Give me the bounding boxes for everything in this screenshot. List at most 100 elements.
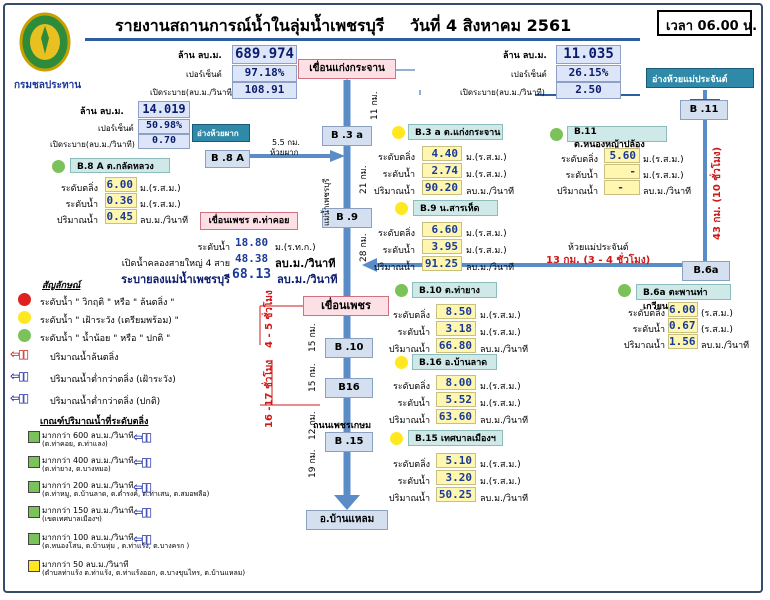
b15-bank-unit: ม.(ร.ส.ม.) [480,460,521,470]
node-b6a: B.6a [682,261,730,281]
b11-flow-label: ปริมาณน้ำ [556,187,598,197]
criteria-3-arrow-icon: ⇦▯▯ [133,505,152,519]
node-ban-laem: อ.บ้านแหลม [306,510,388,530]
dist-12: 12 กม. [308,411,318,440]
b10-level-unit: ม.(ร.ส.ม.) [480,328,521,338]
phet-dam-header: เขื่อนเพชร ต.ท่าคอย [200,212,298,230]
b16-bank-label: ระดับตลิ่ง [393,382,430,392]
hp-percent-label: เปอร์เซ็นต์ [98,124,134,133]
criteria-3-line2: (เขตเทศบาลเมืองฯ) [42,515,102,523]
b3a-header: B.3 a ต.แก่งกระจาน [408,124,503,140]
mae-phet-river-label: แม่น้ำเพชรบุรี [322,178,331,227]
b8a-header: B.8 A ต.กลัดหลวง [70,158,170,173]
b3a-level-unit: ม.(ร.ส.ม.) [466,170,507,180]
b11-bank-label: ระดับตลิ่ง [561,155,598,165]
b3a-bank-unit: ม.(ร.ส.ม.) [466,153,507,163]
header-underline [85,38,640,41]
criteria-0-arrow-icon: ⇦▯▯ [133,430,152,444]
criteria-3-swatch [28,506,40,518]
b6a-flow: 1.56 [668,334,698,349]
b10-level-label: ระดับน้ำ [397,328,430,338]
dist-15a: 15 กม. [308,323,318,352]
dist-43: 43 กม. (10 ชั่วโมง) [712,146,723,240]
b10-level: 3.18 [436,321,476,336]
hp-release-label: เปิดระบาย(ลบ.ม./วินาที) [50,140,135,149]
node-b9: B .9 [322,208,372,228]
criteria-5-line2: (ตำบลท่าแร้ง ต.ท่าแร้ง, ต.ท่าแร้งออก, ต.… [42,569,246,577]
phet-river-label: ระบายลงแม่น้ำเพชรบุรี [121,273,230,286]
b16-flow: 63.60 [436,409,476,424]
kk-volume-label: ล้าน ลบ.ม. [178,51,222,61]
criteria-4-swatch [28,533,40,545]
b10-bank-label: ระดับตลิ่ง [393,311,430,321]
legend-blue-arrow2-icon: ⇦▯▯ [10,391,29,405]
phet-level: 18.80 [235,236,271,251]
b3a-flow-unit: ลบ.ม./วินาที [466,187,515,197]
kk-dam-node: เขื่อนแก่งกระจาน [298,59,396,79]
b9-flow-label: ปริมาณน้ำ [373,263,415,273]
criteria-2-line2: (ต.ท่าหมู, ต.บ้านลาด, ต.ต่ำรงค์, ต.ท่าเส… [42,490,210,498]
mp-reservoir-label: อ่างห้วยแม่ประจันต์ [652,75,728,85]
b3a-level: 2.74 [422,163,462,178]
b8a-level-label: ระดับน้ำ [65,200,98,210]
logo-emblem [16,10,74,80]
b8a-bank-label: ระดับตลิ่ง [61,184,98,194]
criteria-1-arrow-icon: ⇦▯▯ [133,455,152,469]
node-b15: B .15 [325,432,373,452]
criteria-1-line2: (ต.ท่ายาง, ต.บางหมอ) [42,465,111,473]
criteria-0-line2: (ต.ท่าคอย, ต.ท่าแลง) [42,440,108,448]
b6a-bank-unit: (ร.ส.ม.) [701,309,733,319]
phet-canal: 48.38 [235,252,271,267]
b9-level-label: ระดับน้ำ [382,246,415,256]
phet-level-label: ระดับน้ำ [197,243,230,253]
road-label: ถนนเพชรเกษม [313,421,372,431]
b8a-flow-label: ปริมาณน้ำ [56,216,98,226]
hp-volume-label: ล้าน ลบ.ม. [80,107,124,117]
criteria-4-line2: (ต.หนองโสน, ต.บ้านหุ่ม , ต.ท่าแร้ง, ต.บา… [42,542,190,550]
logo-text: กรมชลประทาน [14,80,82,91]
b11-status-dot [550,128,563,141]
b16-bank-unit: ม.(ร.ส.ม.) [480,382,521,392]
b9-status-dot [395,202,408,215]
hp-volume: 14.019 [138,101,190,118]
legend-red-arrow-icon: ⇦▯▯ [10,347,29,361]
b11-header: B.11 ต.หนองหญ้าปล้อง [567,126,667,150]
criteria-0-swatch [28,431,40,443]
b3a-flow-label: ปริมาณน้ำ [373,187,415,197]
b6a-bank-label: ระดับตลิ่ง [628,309,665,319]
b16-bank: 8.00 [436,375,476,390]
criteria-2-swatch [28,481,40,493]
b9-bank-label: ระดับตลิ่ง [378,229,415,239]
b16-flow-unit: ลบ.ม./วินาที [480,416,529,426]
b9-level-unit: ม.(ร.ส.ม.) [466,246,507,256]
dist-13: 13 กม. (3 - 4 ชั่วโมง) [546,255,651,266]
legend-title: สัญลักษณ์ [42,281,81,291]
phet-river: 68.13 [232,267,274,284]
huai-phak-stream-label: ห้วยผาก [270,148,299,157]
b8a-bank-unit: ม.(ร.ส.ม.) [140,184,181,194]
b3a-status-dot [392,126,405,139]
b11-bank: 5.60 [604,148,640,163]
b6a-status-dot [618,284,631,297]
b16-level-unit: ม.(ร.ส.ม.) [480,399,521,409]
mp-release: 2.50 [556,82,621,99]
b15-header: B.15 เทศบาลเมืองฯ [408,430,503,446]
report-frame [3,3,763,593]
phet-river-unit: ลบ.ม./วินาที [277,273,338,286]
b9-flow: 91.25 [422,256,462,271]
kk-percent: 97.18% [232,65,297,82]
node-b3a: B .3 a [322,126,372,146]
b6a-level: 0.67 [668,318,698,333]
b11-bank-unit: ม.(ร.ส.ม.) [643,155,684,165]
b9-bank-unit: ม.(ร.ส.ม.) [466,229,507,239]
legend-blue-arrow1-icon: ⇦▯▯ [10,369,29,383]
b16-level: 5.52 [436,392,476,407]
b3a-bank-label: ระดับตลิ่ง [378,153,415,163]
criteria-1-swatch [28,456,40,468]
phet-canal-label: เปิดน้ำคลองสายใหญ่ 4 สาย [121,259,230,269]
b9-bank: 6.60 [422,222,462,237]
b16-header: B.16 อ.บ้านลาด [412,354,497,370]
b11-level-unit: ม.(ร.ส.ม.) [643,171,684,181]
b15-flow-label: ปริมาณน้ำ [388,494,430,504]
legend-red-dot [18,293,31,306]
